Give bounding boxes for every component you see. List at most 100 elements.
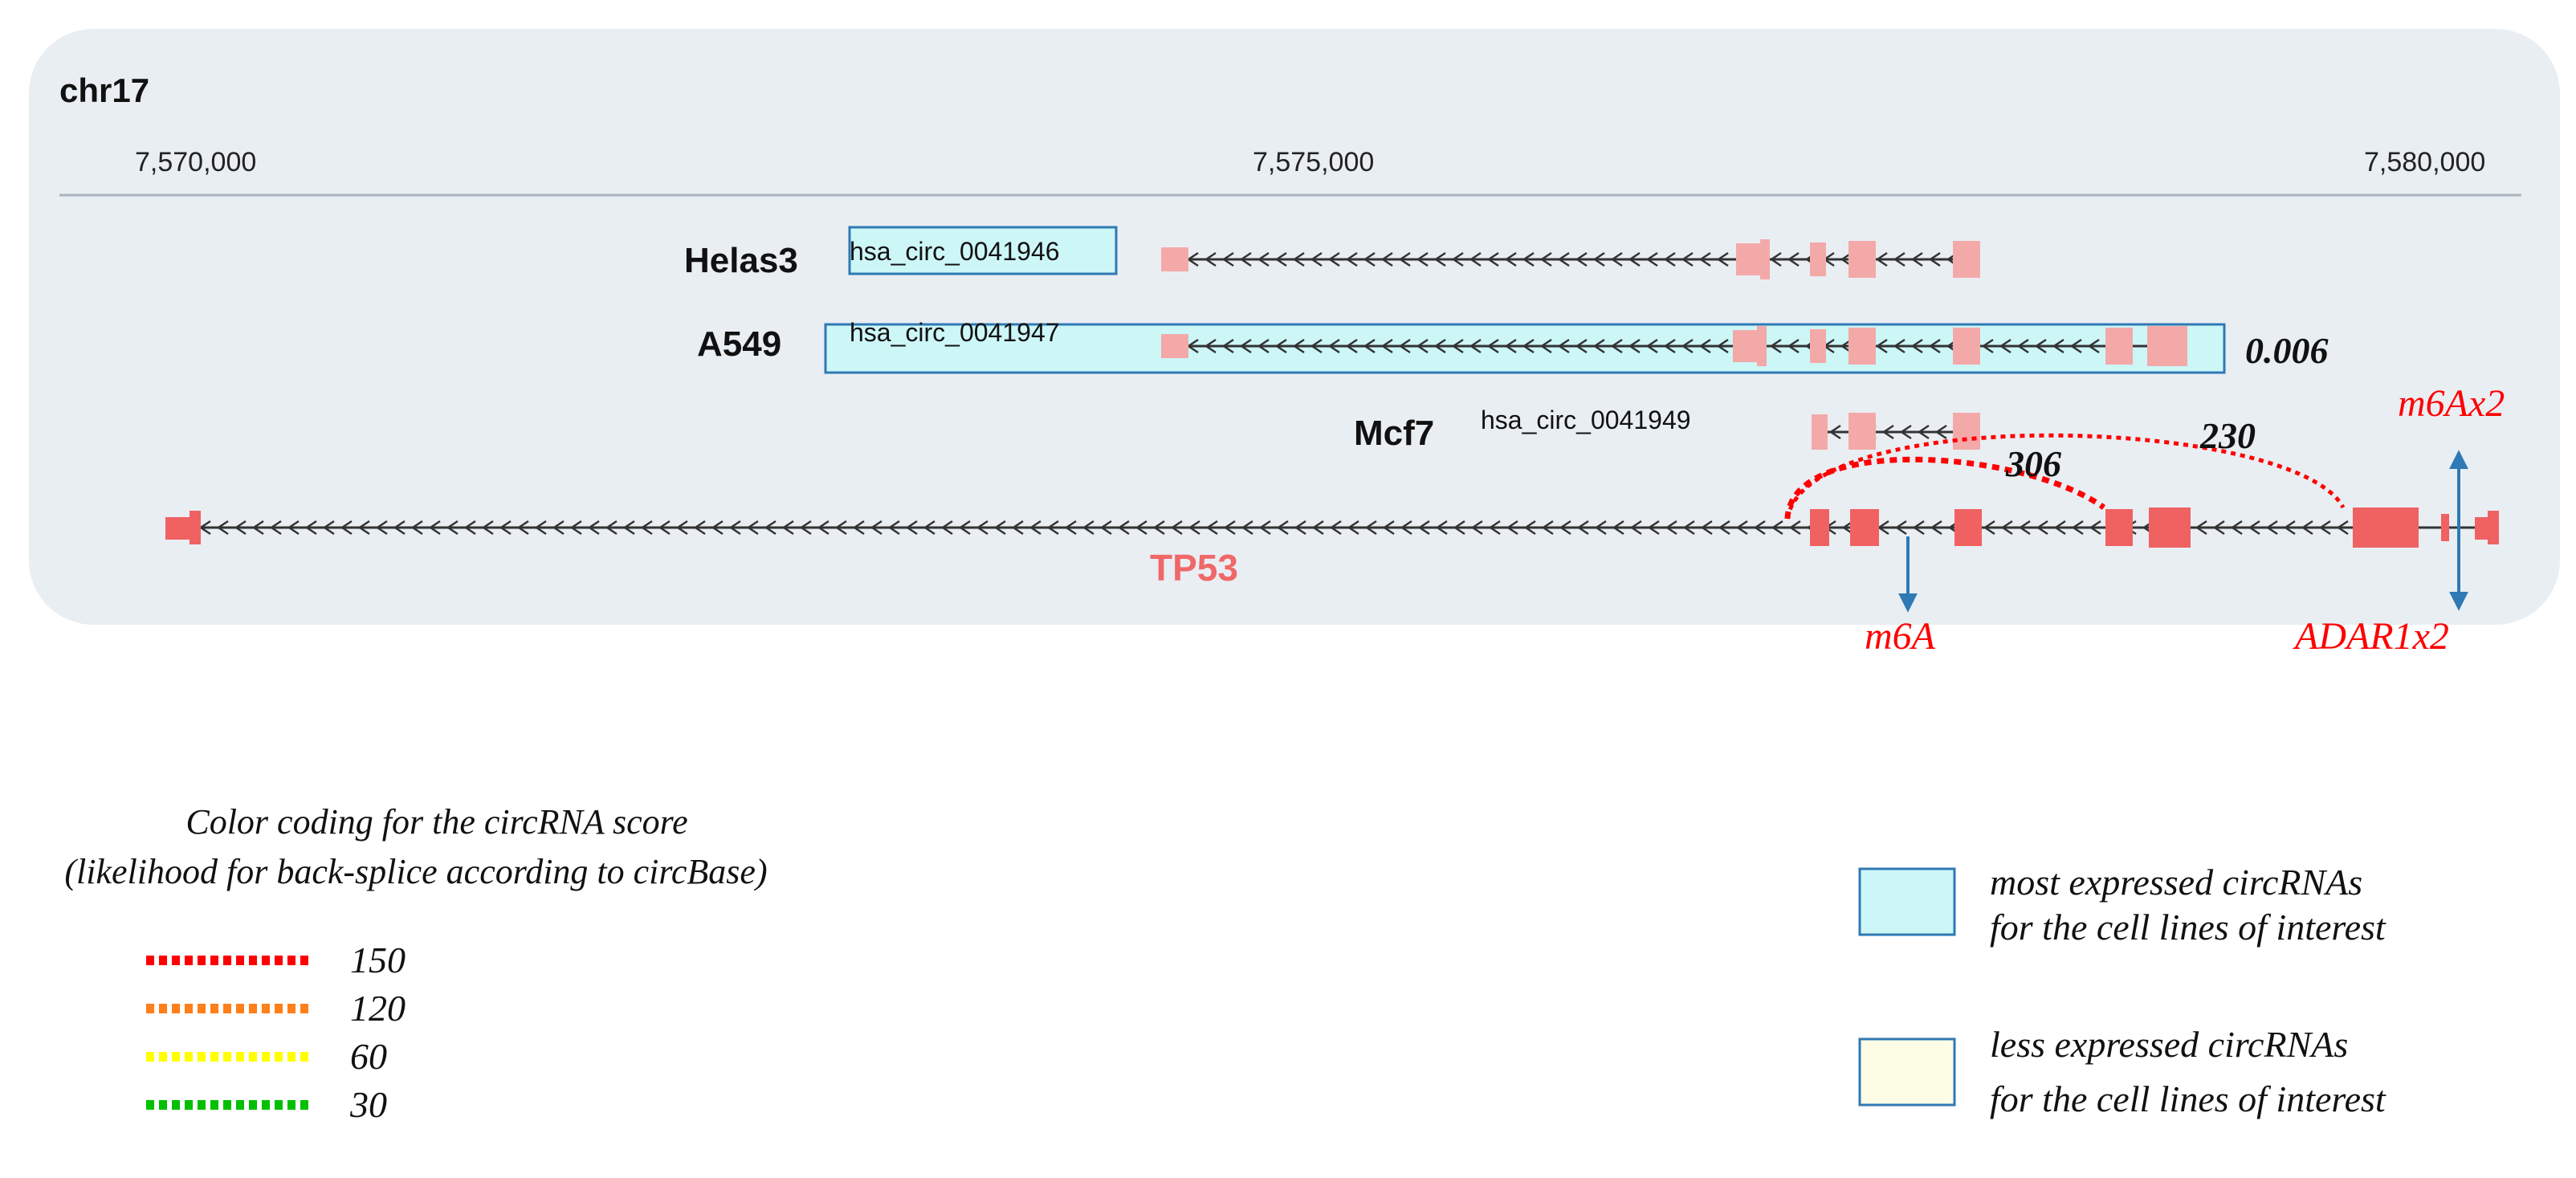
- strand-chevron: [1258, 520, 1271, 536]
- strand-chevron: [1221, 251, 1234, 267]
- strand-chevron: [1274, 251, 1287, 267]
- strand-chevron: [1645, 251, 1658, 267]
- box-legend: most expressed circRNAs for the cell lin…: [1858, 862, 2386, 1119]
- strand-chevron: [1205, 520, 1218, 536]
- strand-chevron: [1769, 251, 1782, 267]
- strand-chevron: [1504, 338, 1517, 354]
- strand-chevron: [1257, 338, 1270, 354]
- score-legend-title-1: Color coding for the circRNA score: [185, 802, 687, 842]
- strand-chevron: [1700, 520, 1713, 536]
- strand-chevron: [799, 520, 812, 536]
- strand-chevron: [1329, 520, 1342, 536]
- strand-chevron: [251, 520, 264, 536]
- helas3-transcript: [1161, 239, 1980, 279]
- strand-chevron: [1221, 338, 1234, 354]
- strand-chevron: [499, 520, 512, 536]
- strand-chevron: [1523, 520, 1536, 536]
- loop-label-230: 230: [2199, 415, 2256, 456]
- strand-chevron: [1917, 424, 1930, 440]
- strand-chevron: [1099, 520, 1112, 536]
- strand-chevron: [340, 520, 353, 536]
- strand-chevron: [1486, 338, 1499, 354]
- strand-chevron: [1610, 338, 1623, 354]
- strand-chevron: [1645, 338, 1658, 354]
- strand-chevron: [887, 520, 900, 536]
- strand-chevron: [1928, 338, 1941, 354]
- a549-chevrons: [1186, 338, 2117, 354]
- strand-chevron: [1716, 251, 1729, 267]
- strand-chevron: [1292, 251, 1305, 267]
- m6ax2-label: m6Ax2: [2398, 382, 2505, 425]
- less-expressed-swatch: [1858, 1037, 1956, 1107]
- strand-chevron: [1451, 251, 1464, 267]
- strand-chevron: [1716, 338, 1729, 354]
- strand-chevron: [587, 520, 600, 536]
- strand-chevron: [2069, 338, 2082, 354]
- strand-chevron: [516, 520, 529, 536]
- strand-chevron: [1894, 520, 1907, 536]
- strand-chevron: [2018, 520, 2031, 536]
- strand-chevron: [1893, 251, 1906, 267]
- strand-chevron: [1152, 520, 1165, 536]
- strand-chevron: [2034, 338, 2047, 354]
- mcf7-circ-id: hsa_circ_0041949: [1481, 406, 1691, 434]
- strand-chevron: [1769, 338, 1782, 354]
- strand-chevron: [2212, 520, 2225, 536]
- strand-chevron: [216, 520, 229, 536]
- backsplice-loop-306: [1784, 456, 2106, 520]
- strand-chevron: [1875, 251, 1888, 267]
- gene-label: TP53: [1150, 547, 1238, 589]
- strand-chevron: [605, 520, 618, 536]
- strand-chevron: [1681, 251, 1694, 267]
- strand-chevron: [234, 520, 247, 536]
- strand-chevron: [1610, 251, 1623, 267]
- helas3-circ-box: [848, 226, 1118, 275]
- strand-chevron: [1046, 520, 1059, 536]
- strand-chevron: [1594, 520, 1607, 536]
- adar-label: ADAR1x2: [2293, 615, 2449, 658]
- strand-chevron: [746, 520, 759, 536]
- score-value-150: 150: [350, 940, 406, 980]
- strand-chevron: [1575, 251, 1588, 267]
- strand-chevron: [1435, 520, 1448, 536]
- a549-score: 0.006: [2245, 330, 2329, 371]
- strand-chevron: [728, 520, 741, 536]
- a549-transcript: [1161, 326, 2187, 366]
- strand-chevron: [1718, 520, 1730, 536]
- strand-chevron: [1539, 251, 1552, 267]
- strand-chevron: [1311, 520, 1324, 536]
- strand-chevron: [2230, 520, 2243, 536]
- less-expressed-label-1: less expressed circRNAs: [1990, 1024, 2348, 1065]
- score-value-30: 30: [349, 1084, 387, 1125]
- strand-chevron: [1983, 520, 1995, 536]
- strand-chevron: [1380, 251, 1393, 267]
- strand-chevron: [1506, 520, 1518, 536]
- strand-chevron: [764, 520, 776, 536]
- strand-chevron: [2016, 338, 2029, 354]
- strand-chevron: [1576, 520, 1589, 536]
- strand-chevron: [463, 520, 476, 536]
- strand-chevron: [1682, 520, 1695, 536]
- strand-chevron: [1698, 338, 1711, 354]
- strand-chevron: [1345, 338, 1358, 354]
- strand-chevron: [552, 520, 565, 536]
- strand-chevron: [1433, 251, 1446, 267]
- strand-chevron: [1276, 520, 1289, 536]
- strand-chevron: [1470, 520, 1483, 536]
- strand-chevron: [481, 520, 494, 536]
- mcf7-transcript: [1812, 413, 1980, 450]
- strand-chevron: [993, 520, 1006, 536]
- strand-chevron: [287, 520, 300, 536]
- strand-chevron: [940, 520, 953, 536]
- strand-chevron: [923, 520, 935, 536]
- strand-chevron: [1981, 338, 1994, 354]
- strand-chevron: [781, 520, 794, 536]
- strand-chevron: [817, 520, 829, 536]
- strand-chevron: [1663, 251, 1676, 267]
- strand-chevron: [1592, 251, 1605, 267]
- strand-chevron: [1828, 424, 1841, 440]
- strand-chevron: [1398, 338, 1411, 354]
- strand-chevron: [1875, 338, 1888, 354]
- tp53-gene-model: [165, 507, 2499, 548]
- strand-chevron: [1064, 520, 1077, 536]
